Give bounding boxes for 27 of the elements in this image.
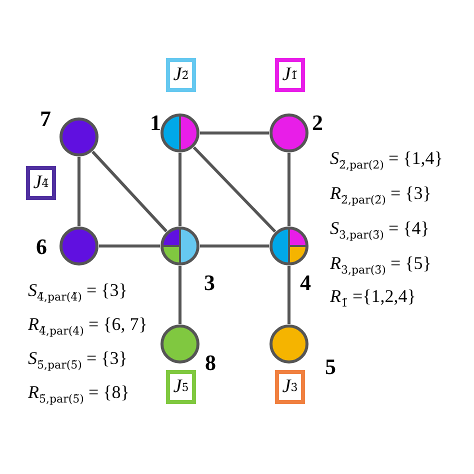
- set-equation: R$_{4̃,par(4̇)}$ = {6, 7}: [28, 314, 148, 340]
- set-equation: R$_{2̃,par(2̃)}$ = {3}: [330, 183, 432, 209]
- set-equation: R$_{5̃,par(5̃)}$ = {8}: [28, 382, 130, 408]
- node-number: 4: [300, 272, 311, 294]
- set-equation: S$_{5̃,par(5̃)}$ = {3}: [28, 348, 128, 374]
- connector-line: [288, 266, 290, 324]
- node-number: 7: [40, 108, 51, 130]
- connector-line: [178, 153, 182, 226]
- connector-line: [288, 153, 290, 226]
- connector-line: [200, 132, 269, 134]
- set-equation: R$_{1̃}$ ={1,2,4}: [330, 286, 416, 312]
- connector-line: [192, 146, 276, 233]
- set-equation: S$_{3̇,par(3̃)}$ = {4}: [330, 218, 430, 244]
- node-number: 3: [204, 272, 215, 294]
- set-equation: R$_{3̇,par(3̃)}$ = {5}: [330, 253, 432, 279]
- node-number: 6: [36, 236, 47, 258]
- node-number: 5: [325, 356, 336, 378]
- set-equation: S$_{2̃,par(2̇)}$ = {1,4}: [330, 148, 443, 174]
- node-number: 2: [312, 112, 323, 134]
- node-number: 8: [205, 352, 216, 374]
- connector-line: [78, 157, 80, 226]
- connector-line: [92, 150, 168, 232]
- node-number: 1: [150, 112, 161, 134]
- connector-line: [99, 244, 160, 248]
- connector-line: [178, 266, 182, 324]
- set-equation: S$_{4̃,par(4̃)}$ = {3}: [28, 280, 128, 306]
- connector-line: [200, 244, 269, 248]
